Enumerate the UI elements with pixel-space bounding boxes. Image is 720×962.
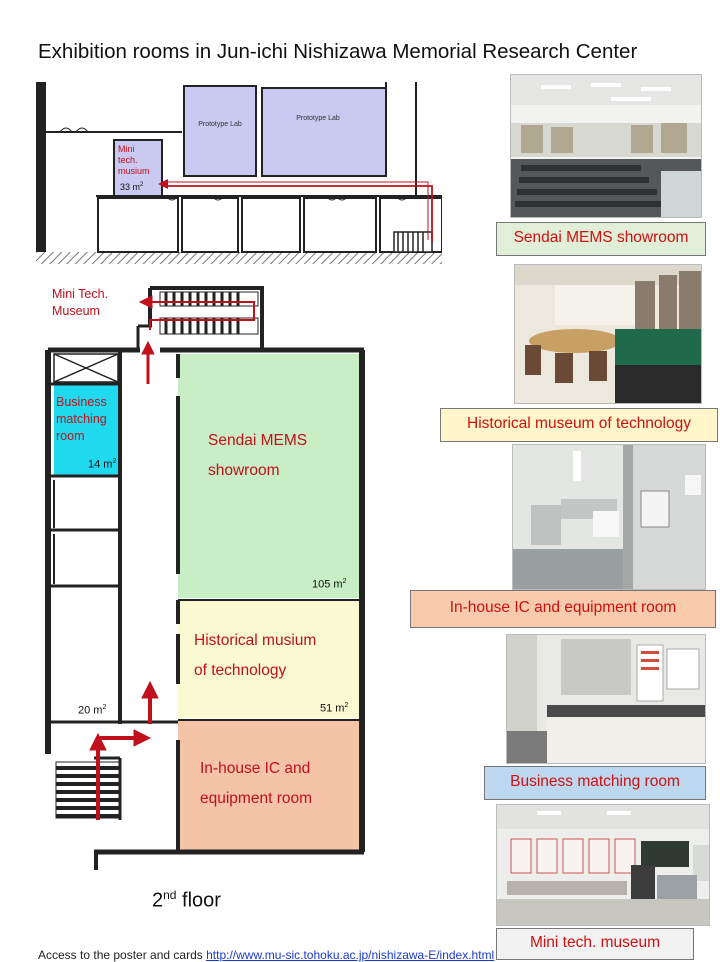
sendai-line2: showroom bbox=[208, 462, 280, 479]
inhouse-room-label: In-house IC and equipment room bbox=[200, 754, 312, 814]
caption-business: Business matching room bbox=[484, 766, 706, 800]
access-text: Access to the poster and cards bbox=[38, 948, 203, 962]
route-arrow-right bbox=[133, 729, 152, 747]
route-arrow-left-top bbox=[138, 295, 153, 309]
top-floor-plan: Prototype Lab Prototype Lab Mini tech. m… bbox=[36, 82, 442, 264]
sendai-room bbox=[178, 354, 360, 598]
second-floor-plan-drawing bbox=[45, 286, 365, 870]
page-title: Exhibition rooms in Jun-ichi Nishizawa M… bbox=[38, 40, 638, 63]
lobby-area: 20 m2 bbox=[78, 704, 107, 717]
lab2-label: Prototype Lab bbox=[296, 115, 340, 122]
access-footer: Access to the poster and cards http://ww… bbox=[38, 948, 494, 962]
business-area: 14 m2 bbox=[88, 458, 117, 471]
mini-label-3: musium bbox=[118, 166, 150, 176]
sendai-room-label: Sendai MEMS showroom bbox=[208, 426, 307, 486]
route-arrow-up-main bbox=[141, 340, 155, 355]
mini-tech-line2: Museum bbox=[52, 304, 100, 318]
inhouse-line1: In-house IC and bbox=[200, 760, 311, 777]
business-line3: room bbox=[56, 429, 85, 443]
photo-mini-tech-museum bbox=[496, 804, 710, 926]
mini-area-top: 33 m2 bbox=[120, 182, 144, 192]
mini-tech-museum-label: Mini Tech. Museum bbox=[52, 286, 108, 320]
photo-sendai-showroom bbox=[510, 74, 702, 218]
sendai-line1: Sendai MEMS bbox=[208, 432, 308, 449]
mini-label-2: tech. bbox=[118, 155, 138, 165]
business-line2: matching bbox=[56, 412, 107, 426]
photo-business-matching bbox=[506, 634, 706, 764]
caption-inhouse: In-house IC and equipment room bbox=[410, 590, 716, 628]
second-floor-plan: Mini Tech. Museum Business matching room… bbox=[30, 284, 380, 874]
inhouse-room bbox=[178, 720, 360, 850]
mini-tech-room-top bbox=[113, 139, 163, 197]
lab1-label: Prototype Lab bbox=[198, 121, 242, 128]
access-link[interactable]: http://www.mu-sic.tohoku.ac.jp/nishizawa… bbox=[206, 948, 495, 962]
floor-label: 2nd floor bbox=[152, 888, 221, 912]
business-room-label: Business matching room bbox=[56, 394, 107, 445]
route-arrow-up-lobby bbox=[141, 680, 159, 699]
caption-sendai: Sendai MEMS showroom bbox=[496, 222, 706, 256]
photo-historical-museum bbox=[514, 264, 702, 404]
inhouse-line2: equipment room bbox=[200, 790, 313, 807]
business-line1: Business bbox=[56, 395, 107, 409]
photo-inhouse-ic bbox=[512, 444, 706, 590]
historical-room bbox=[178, 600, 360, 718]
historical-room-label: Historical musium of technology bbox=[194, 626, 316, 686]
route-arrow-top bbox=[158, 179, 168, 189]
top-floor-plan-drawing: Prototype Lab Prototype Lab Mini tech. m… bbox=[36, 82, 442, 264]
prototype-lab-1 bbox=[183, 85, 257, 177]
historical-area: 51 m2 bbox=[320, 702, 349, 715]
caption-mini: Mini tech. museum bbox=[496, 928, 694, 960]
mini-tech-line1: Mini Tech. bbox=[52, 287, 109, 301]
business-room bbox=[54, 384, 120, 476]
mini-label-1: Mini bbox=[118, 144, 135, 154]
historical-line1: Historical musium bbox=[194, 632, 317, 649]
caption-historical: Historical museum of technology bbox=[440, 408, 718, 442]
route-arrow-up-stair bbox=[89, 732, 107, 751]
prototype-lab-2 bbox=[261, 87, 387, 177]
sendai-area: 105 m2 bbox=[312, 578, 347, 591]
historical-line2: of technology bbox=[194, 662, 287, 679]
